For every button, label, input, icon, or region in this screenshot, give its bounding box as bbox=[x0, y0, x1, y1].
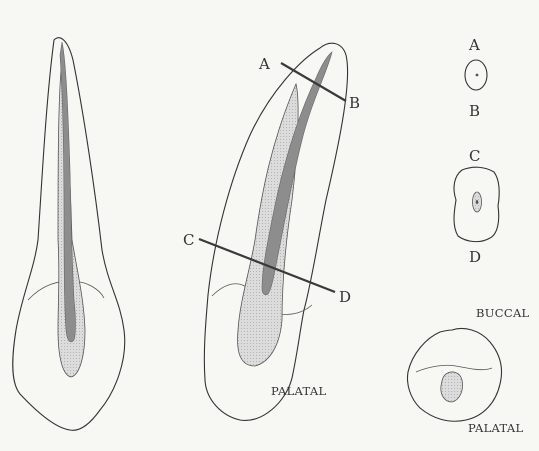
cross-section-cd: C D bbox=[454, 147, 499, 266]
crown-section-cej-line bbox=[416, 365, 492, 372]
label-line-c: C bbox=[183, 231, 194, 249]
section-ab-canal bbox=[476, 74, 479, 77]
section-cd-canal bbox=[476, 200, 478, 204]
crown-section-pulp bbox=[441, 372, 463, 402]
label-line-d: D bbox=[339, 288, 351, 306]
label-palatal-crown: PALATAL bbox=[468, 421, 523, 435]
label-buccal: BUCCAL bbox=[476, 306, 530, 320]
label-line-b: B bbox=[349, 94, 360, 112]
tooth-front-view bbox=[13, 38, 125, 431]
label-palatal-side: PALATAL bbox=[271, 384, 326, 398]
cross-section-ab: A B bbox=[465, 36, 487, 120]
label-line-a: A bbox=[258, 55, 270, 73]
section-ab-label-top: A bbox=[468, 36, 480, 54]
section-ab-label-bottom: B bbox=[469, 102, 480, 120]
section-cd-label-top: C bbox=[469, 147, 480, 165]
tooth-side-pulp-chamber bbox=[238, 84, 299, 366]
crown-cross-section: BUCCAL PALATAL bbox=[408, 306, 530, 435]
section-cd-label-bottom: D bbox=[469, 248, 481, 266]
tooth-side-view: A B C D PALATAL bbox=[183, 43, 360, 420]
